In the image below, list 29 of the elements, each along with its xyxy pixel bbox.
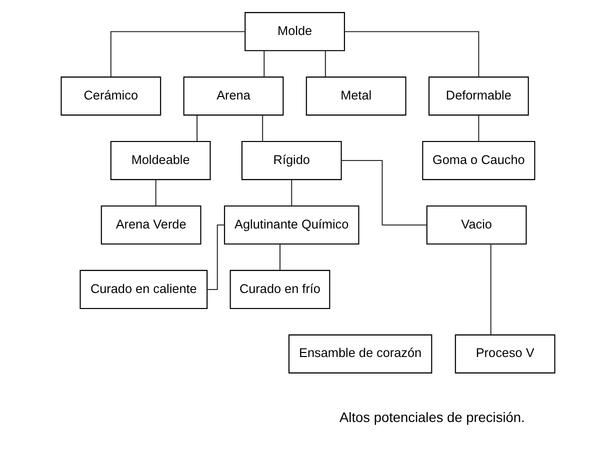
node-box: Aglutinante Químico (223, 205, 359, 245)
node-box: Cerámico (60, 76, 161, 116)
connector (196, 115, 198, 142)
node-box: Curado en frío (229, 270, 330, 310)
node-box: Vacio (426, 205, 526, 245)
connector (262, 115, 263, 142)
label: Altos potenciales de precisión. (339, 410, 524, 425)
node-box: Rígido (240, 140, 342, 180)
node-box: Arena Verde (100, 205, 201, 245)
node-box: Deformable (428, 76, 528, 116)
node-box: Goma o Caucho (422, 140, 535, 180)
node-box: Moldeable (110, 140, 210, 180)
connector (341, 160, 426, 226)
node-box: Metal (305, 76, 406, 116)
connector (278, 244, 280, 270)
connector (290, 180, 292, 206)
node-box: Molde (244, 12, 344, 52)
connector (263, 50, 264, 77)
connector (490, 244, 491, 335)
node-box: Proceso V (454, 334, 555, 374)
node-box: Ensamble de corazón (288, 334, 432, 374)
connector (154, 180, 156, 206)
connector (110, 31, 245, 77)
connector (206, 224, 224, 290)
connector (344, 31, 479, 77)
node-box: Arena (182, 76, 284, 116)
node-box: Curado en caliente (79, 270, 208, 310)
connector (478, 115, 479, 142)
connector (324, 50, 326, 77)
